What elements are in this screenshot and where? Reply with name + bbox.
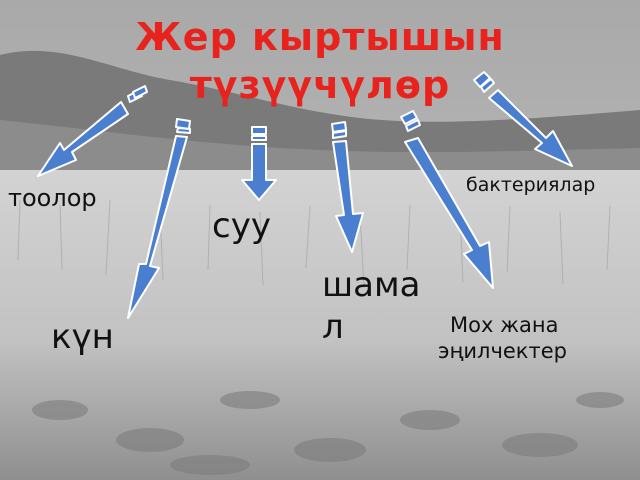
label-sun: күн: [51, 317, 114, 357]
arrow-to-wind: [331, 121, 364, 253]
title-line-2: түзүүчүлөр: [189, 63, 451, 107]
label-mountains: тоолор: [8, 184, 97, 212]
arrow-to-bacteria: [473, 71, 573, 167]
arrow-to-mountains: [37, 85, 148, 177]
label-moss-line-1: Мох жана: [450, 313, 559, 337]
arrow-to-sun: [127, 118, 191, 319]
label-water: суу: [212, 206, 271, 246]
label-wind-line-2: л: [322, 307, 344, 347]
title-line-1: Жер кыртышын: [135, 15, 505, 59]
arrow-to-moss: [400, 110, 494, 289]
label-moss-line-2: эңилчектер: [438, 339, 567, 363]
label-bacteria: бактериялар: [466, 174, 596, 196]
arrow-to-water: [241, 126, 277, 201]
label-wind-line-1: шама: [322, 265, 421, 305]
